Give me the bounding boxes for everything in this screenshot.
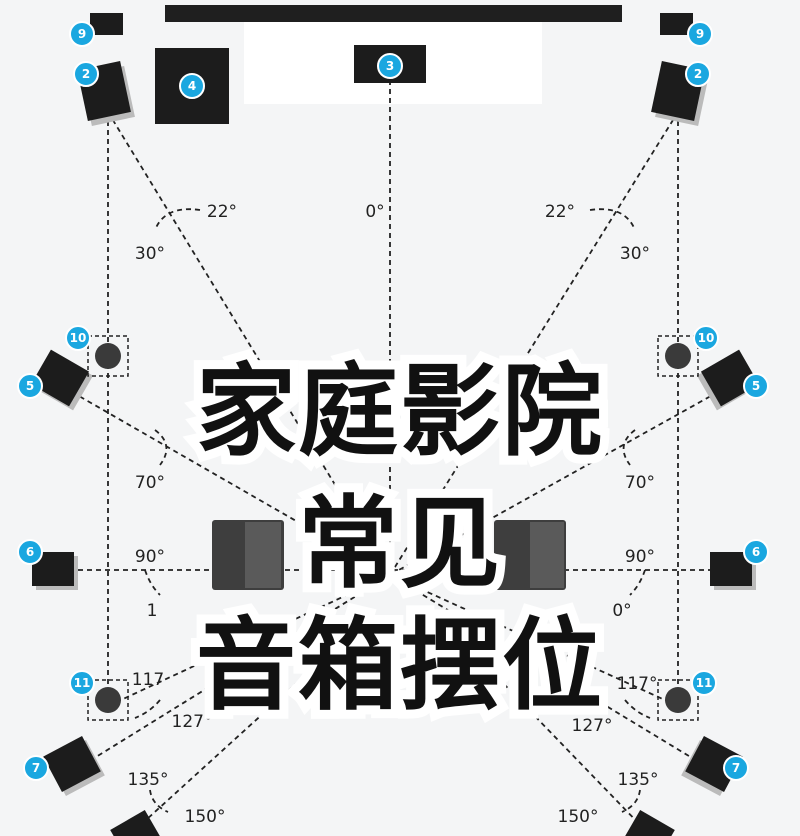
angle-90-left: 90°: [135, 547, 165, 567]
svg-text:9: 9: [78, 27, 86, 41]
angle-117-left: 117: [132, 670, 164, 690]
sofa: [212, 520, 566, 590]
speaker-6-right: [710, 552, 756, 590]
angle-117-right: 117°: [617, 674, 658, 694]
badge-4: 4: [179, 73, 205, 99]
svg-text:4: 4: [188, 79, 196, 93]
svg-text:6: 6: [752, 545, 760, 559]
badge-11-right: 11: [691, 670, 717, 696]
speaker-5-right: [696, 349, 760, 411]
angle-30-right: 30°: [620, 244, 650, 264]
svg-text:9: 9: [696, 27, 704, 41]
badge-11-left: 11: [69, 670, 95, 696]
angle-127-right: 127°: [572, 716, 613, 736]
speaker-8-left: [110, 810, 160, 836]
badge-7-left: 7: [23, 755, 49, 781]
speaker-9-left: [90, 13, 123, 35]
angle-127-left: 127°: [172, 712, 213, 732]
angle-30-left: 30°: [135, 244, 165, 264]
screen-bar: [165, 5, 622, 22]
angle-110-right: 0°: [612, 601, 631, 621]
badge-9-left: 9: [69, 21, 95, 47]
ceiling-speakers: [87, 335, 699, 721]
angle-135-left: 135°: [128, 770, 169, 790]
svg-text:11: 11: [74, 676, 91, 690]
angle-90-right: 90°: [625, 547, 655, 567]
title-line-3: 音箱摆位: [187, 598, 611, 733]
badge-10-left: 10: [65, 325, 91, 351]
angle-22-left: 22°: [207, 202, 237, 222]
badge-5-left: 5: [17, 373, 43, 399]
title-line-1: 家庭影院: [187, 344, 611, 479]
listening-position: [385, 570, 395, 580]
speaker-badges: 9 9 2 2 4 3 10 10 5 5 6 6 11 11 7 7: [17, 21, 769, 781]
angle-135-right: 135°: [618, 770, 659, 790]
angle-70-right: 70°: [625, 473, 655, 493]
speaker-7-left: [43, 736, 105, 796]
angle-labels: 0° 22° 30° 22° 30° 70° 70° 90° 90° 1 0° …: [128, 202, 659, 827]
badge-2-right: 2: [685, 61, 711, 87]
svg-text:5: 5: [752, 379, 760, 393]
speaker-9-right: [660, 13, 693, 35]
badge-6-right: 6: [743, 539, 769, 565]
svg-text:10: 10: [70, 331, 87, 345]
svg-text:3: 3: [386, 59, 394, 73]
badge-3: 3: [377, 53, 403, 79]
sight-lines: [60, 80, 740, 831]
badge-2-left: 2: [73, 61, 99, 87]
angle-70-left: 70°: [135, 473, 165, 493]
svg-text:11: 11: [696, 676, 713, 690]
badge-5-right: 5: [743, 373, 769, 399]
speaker-8-right: [625, 810, 675, 836]
svg-text:7: 7: [32, 761, 40, 775]
angle-150-left: 150°: [185, 807, 226, 827]
angle-22-right: 22°: [545, 202, 575, 222]
badge-10-right: 10: [693, 325, 719, 351]
badge-6-left: 6: [17, 539, 43, 565]
badge-7-right: 7: [723, 755, 749, 781]
angle-0: 0°: [365, 202, 384, 222]
speaker-5-left: [30, 349, 94, 411]
title-line-2: 常见: [289, 476, 509, 611]
angle-110-left: 1: [147, 601, 158, 621]
angle-150-right: 150°: [558, 807, 599, 827]
svg-text:2: 2: [694, 67, 702, 81]
svg-text:6: 6: [26, 545, 34, 559]
badge-9-right: 9: [687, 21, 713, 47]
svg-text:2: 2: [82, 67, 90, 81]
svg-text:5: 5: [26, 379, 34, 393]
svg-text:7: 7: [732, 761, 740, 775]
svg-text:10: 10: [698, 331, 715, 345]
speaker-6-left: [32, 552, 78, 590]
